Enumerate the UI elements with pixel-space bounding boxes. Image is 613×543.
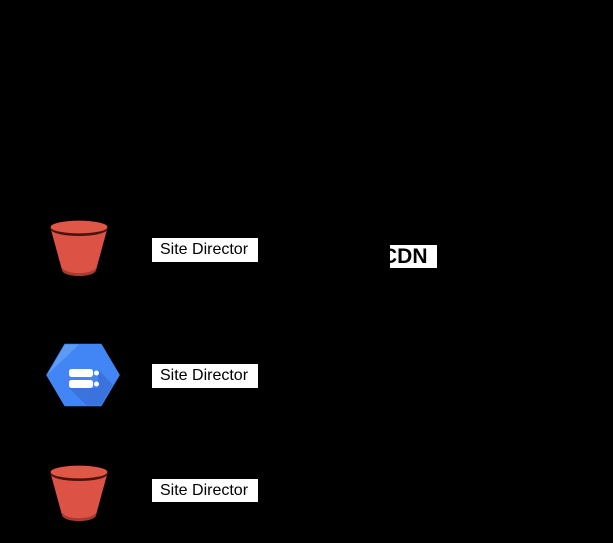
- site-director-label-top: Site Director: [152, 238, 258, 262]
- site-director-label-bottom: Site Director: [152, 479, 258, 502]
- s3-bucket-icon: [50, 220, 108, 276]
- s3-bucket-icon: [50, 465, 108, 521]
- cdn-label: CDN: [390, 245, 428, 268]
- cdn-label-box: CDN: [390, 245, 437, 268]
- site-director-label-middle: Site Director: [152, 364, 258, 388]
- gcs-storage-hexagon-icon: [46, 343, 120, 407]
